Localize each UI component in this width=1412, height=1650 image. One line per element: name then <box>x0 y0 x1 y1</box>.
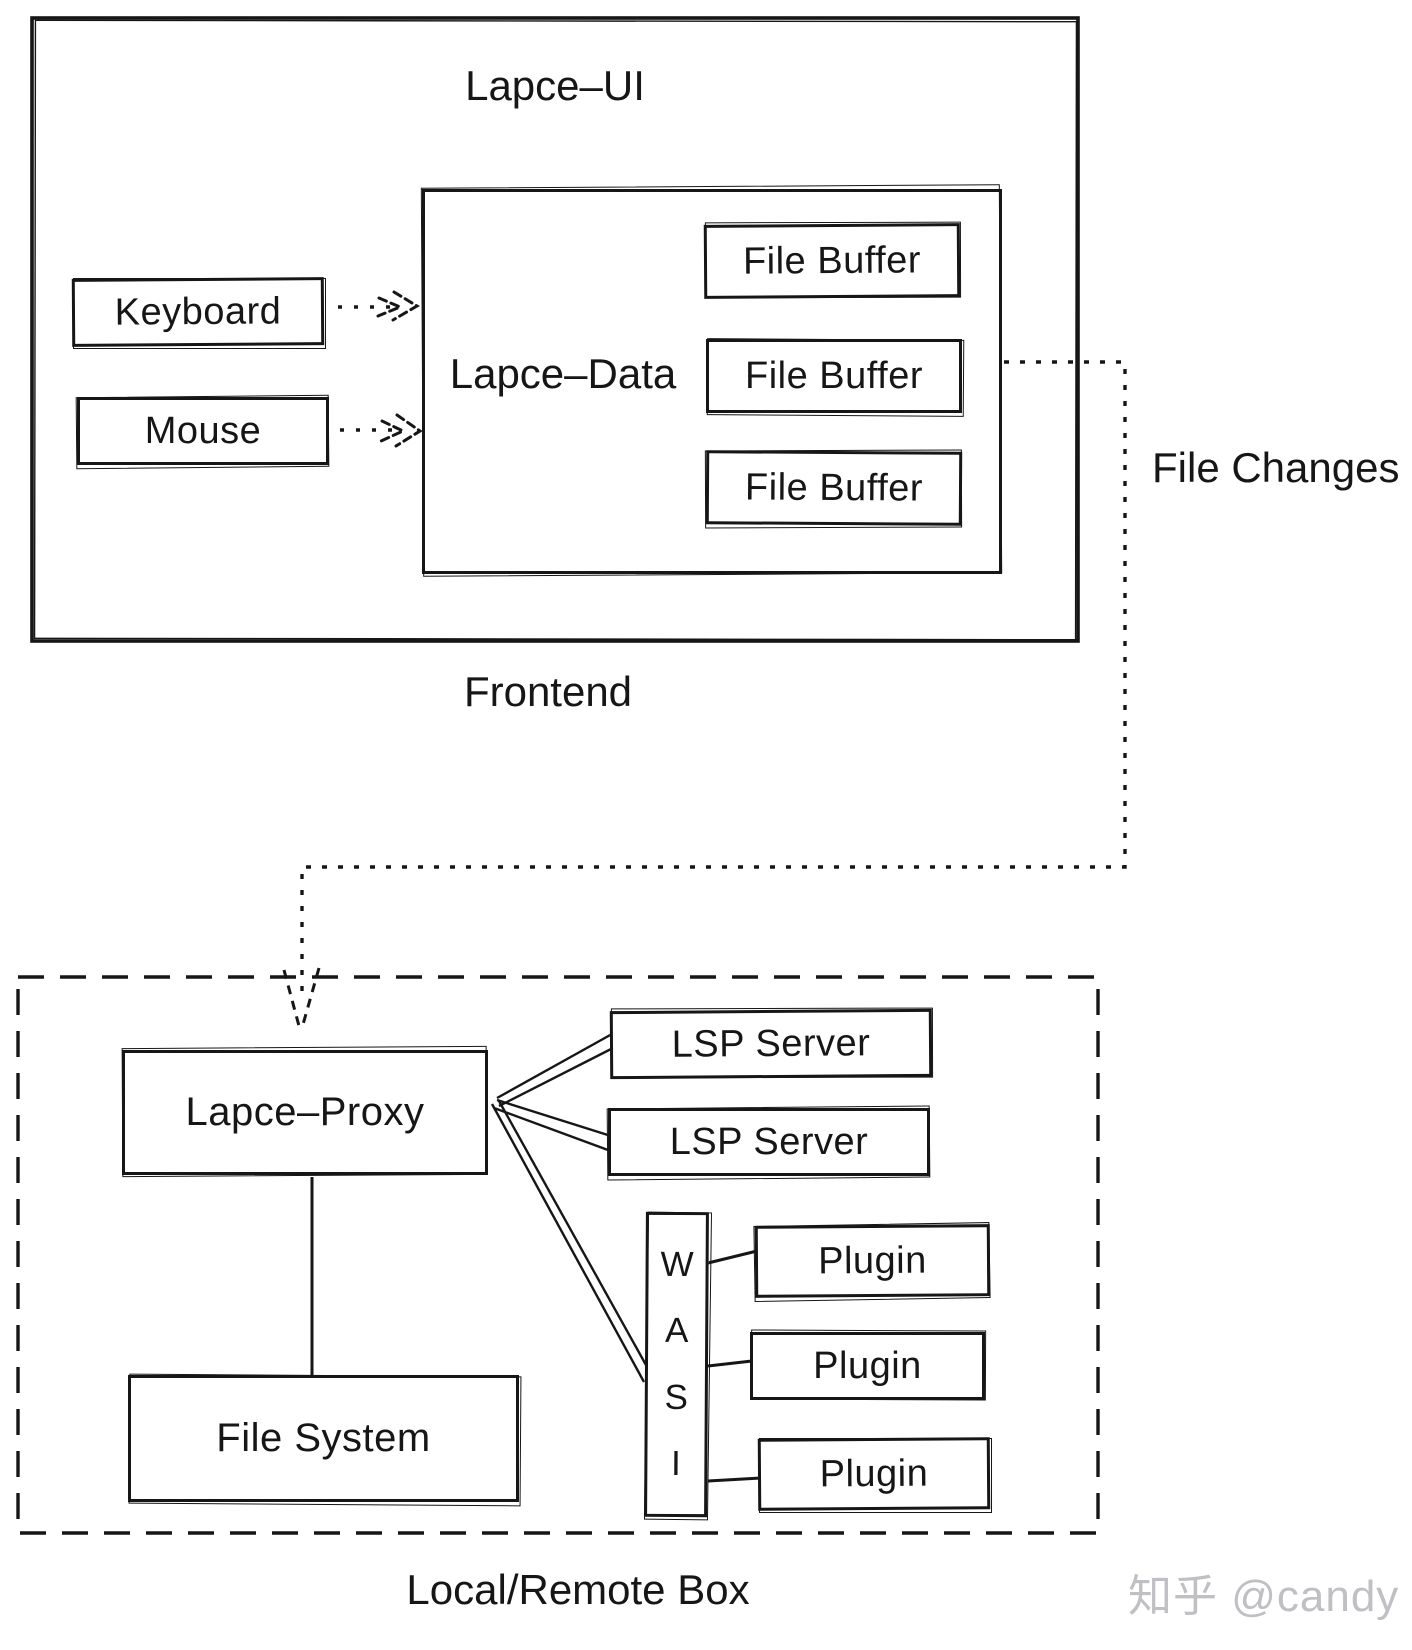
frontend-caption: Frontend <box>463 668 633 715</box>
file-system-box: File System <box>128 1375 519 1502</box>
wasi-to-plugin1-line <box>707 1249 758 1265</box>
wasi-letter: W <box>660 1244 694 1284</box>
plugin-label: Plugin <box>818 1239 927 1282</box>
file-buffer-box: File Buffer <box>703 223 961 299</box>
wasi-to-plugin2-line <box>707 1359 753 1368</box>
lsp-server-label: LSP Server <box>669 1120 869 1163</box>
keyboard-to-data-arrow <box>338 290 420 322</box>
keyboard-label: Keyboard <box>114 289 282 334</box>
lapce-ui-frame <box>30 16 1080 643</box>
keyboard-box: Keyboard <box>71 277 325 347</box>
wasi-box: W A S I <box>644 1211 709 1518</box>
proxy-to-lsp2-line <box>493 1098 612 1152</box>
lapce-ui-title: Lapce–UI <box>465 62 645 109</box>
lsp-server-box: LSP Server <box>609 1008 933 1080</box>
file-changes-path <box>282 360 1127 1029</box>
proxy-to-lsp1-line <box>496 1032 616 1108</box>
watermark: 知乎 @candy <box>1128 1572 1400 1621</box>
lapce-data-label: Lapce–Data <box>449 350 677 397</box>
mouse-to-data-arrow <box>340 413 423 448</box>
file-buffer-label: File Buffer <box>745 354 923 397</box>
wasi-letter: I <box>670 1443 681 1484</box>
wasi-to-plugin3-line <box>707 1476 762 1483</box>
lapce-proxy-box: Lapce–Proxy <box>122 1050 488 1175</box>
file-system-label: File System <box>216 1416 431 1460</box>
plugin-label: Plugin <box>813 1344 922 1387</box>
wasi-letter: A <box>664 1310 689 1351</box>
file-buffer-box: File Buffer <box>706 339 962 413</box>
plugin-box: Plugin <box>750 1332 985 1400</box>
mouse-box: Mouse <box>77 397 329 465</box>
plugin-label: Plugin <box>819 1452 929 1495</box>
file-buffer-label: File Buffer <box>744 465 924 510</box>
lapce-proxy-label: Lapce–Proxy <box>185 1090 425 1134</box>
local-remote-box-border <box>16 975 1100 1535</box>
proxy-to-wasi-line <box>490 1100 653 1383</box>
file-changes-label: File Changes <box>1152 444 1400 491</box>
file-buffer-label: File Buffer <box>742 238 922 283</box>
lsp-server-label: LSP Server <box>671 1021 871 1066</box>
wasi-letter: S <box>664 1377 689 1417</box>
plugin-box: Plugin <box>754 1224 991 1298</box>
lsp-server-box: LSP Server <box>608 1108 930 1176</box>
local-remote-caption: Local/Remote Box <box>406 1566 750 1613</box>
plugin-box: Plugin <box>757 1437 991 1511</box>
file-buffer-box: File Buffer <box>705 450 963 526</box>
mouse-label: Mouse <box>144 409 262 452</box>
